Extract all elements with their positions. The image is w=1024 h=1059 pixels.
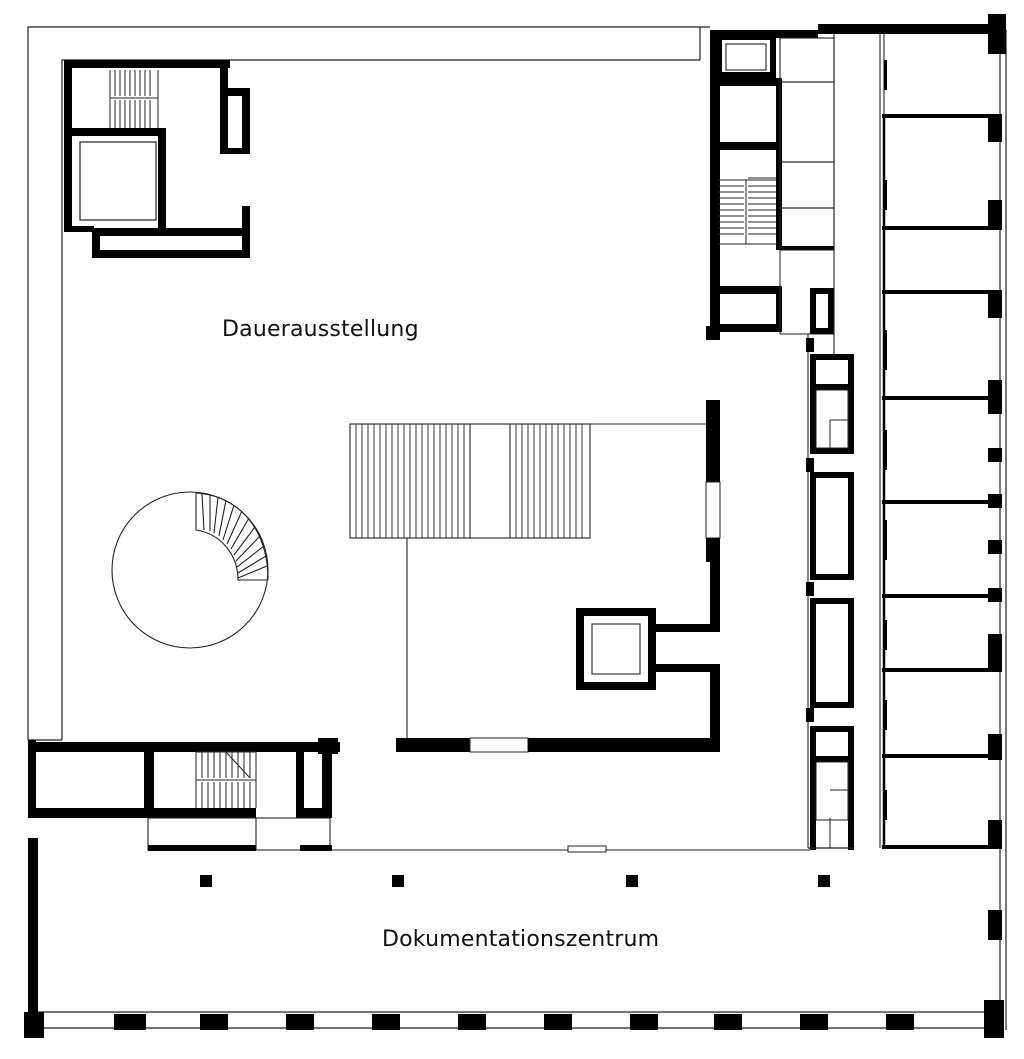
spiral-staircase bbox=[111, 491, 269, 649]
perimeter-walls bbox=[24, 14, 1006, 1038]
central-atrium bbox=[349, 400, 721, 753]
stair-treads-bottom bbox=[195, 751, 257, 808]
atrium-treads-left bbox=[355, 424, 465, 538]
stair-treads bbox=[109, 70, 159, 128]
east-offices bbox=[882, 60, 1002, 849]
atrium-treads-right bbox=[515, 424, 583, 538]
service-core-north-east bbox=[706, 30, 835, 340]
room-label-permanent-exhibition: Dauerausstellung bbox=[222, 317, 419, 342]
east-corridor bbox=[806, 34, 885, 850]
stair-core-top-left bbox=[64, 60, 250, 258]
outer-envelope bbox=[27, 26, 1007, 1030]
room-label-documentation-center: Dokumentationszentrum bbox=[382, 927, 660, 952]
gallery-boundary bbox=[200, 845, 830, 887]
stair-treads-north-east bbox=[718, 177, 776, 245]
stair-core-bottom-left bbox=[28, 738, 340, 851]
